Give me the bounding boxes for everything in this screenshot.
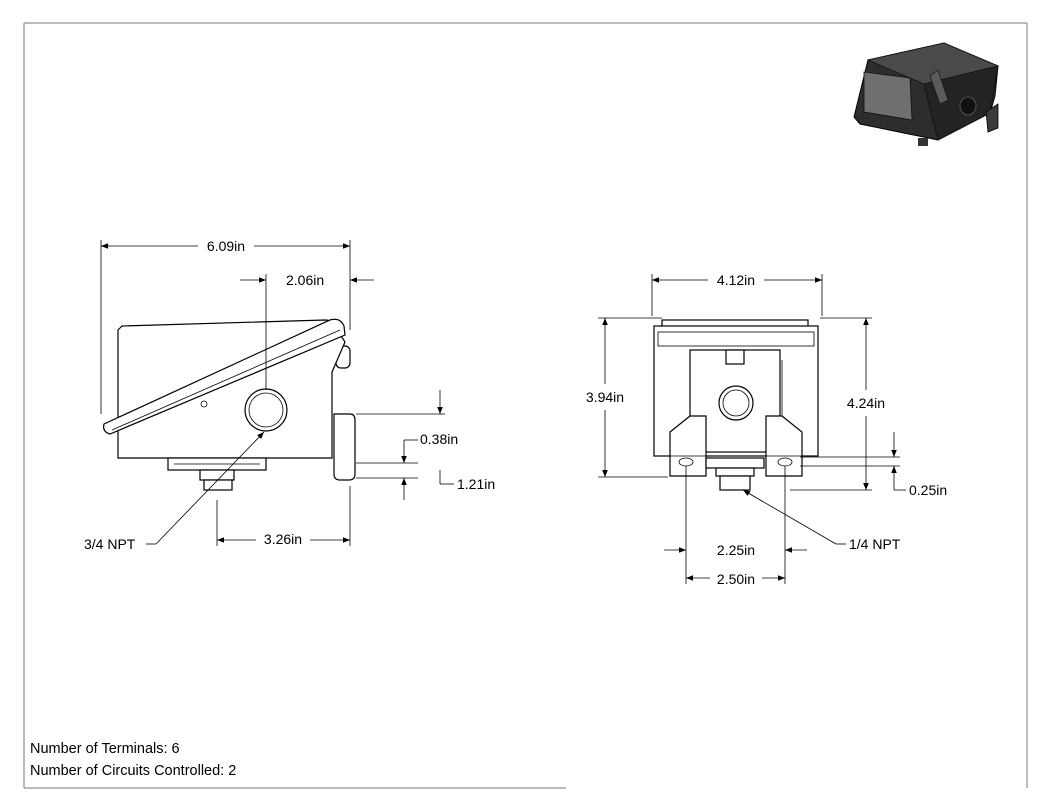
front-port-label: 1/4 NPT (849, 536, 901, 552)
front-dim-overall-height: 4.24in (790, 317, 885, 491)
side-view (103, 318, 356, 491)
front-overall-width-label: 4.12in (717, 272, 755, 288)
front-inner-mount-label: 2.25in (717, 542, 755, 558)
front-foot-thickness-label: 0.25in (909, 482, 947, 498)
front-view (653, 319, 819, 491)
side-dim-port-offset: 2.06in (240, 272, 374, 390)
circuits-note: Number of Circuits Controlled: 2 (30, 763, 237, 779)
front-dim-outer-mount: 2.50in (686, 571, 785, 587)
front-dim-foot-thickness: 0.25in (800, 432, 947, 498)
side-dim-overall-width: 6.09in (100, 238, 351, 414)
side-conduit-label: 3/4 NPT (84, 536, 136, 552)
front-outer-mount-label: 2.50in (717, 571, 755, 587)
front-overall-height-label: 4.24in (847, 395, 885, 411)
side-conduit-leader: 3/4 NPT (84, 431, 265, 552)
side-overall-width-label: 6.09in (207, 238, 245, 254)
front-port-leader: 1/4 NPT (742, 489, 901, 552)
side-port-offset-label: 2.06in (286, 272, 324, 288)
side-conduit-to-flange-label: 3.26in (264, 531, 302, 547)
side-dim-flange-thickness: 0.38in (356, 390, 458, 464)
side-flange-thickness-label: 0.38in (420, 431, 458, 447)
front-dim-overall-width: 4.12in (651, 272, 823, 316)
isometric-thumbnail (853, 42, 1000, 146)
side-dim-flange-drop: 1.21in (356, 470, 495, 500)
front-dim-body-height: 3.94in (586, 317, 668, 478)
side-dim-conduit-to-flange: 3.26in (216, 486, 351, 547)
sheet-border (23, 22, 1028, 789)
side-flange-drop-label: 1.21in (457, 476, 495, 492)
front-dim-inner-mount: 2.25in (664, 466, 807, 584)
front-body-height-label: 3.94in (586, 389, 624, 405)
terminals-note: Number of Terminals: 6 (30, 741, 180, 757)
